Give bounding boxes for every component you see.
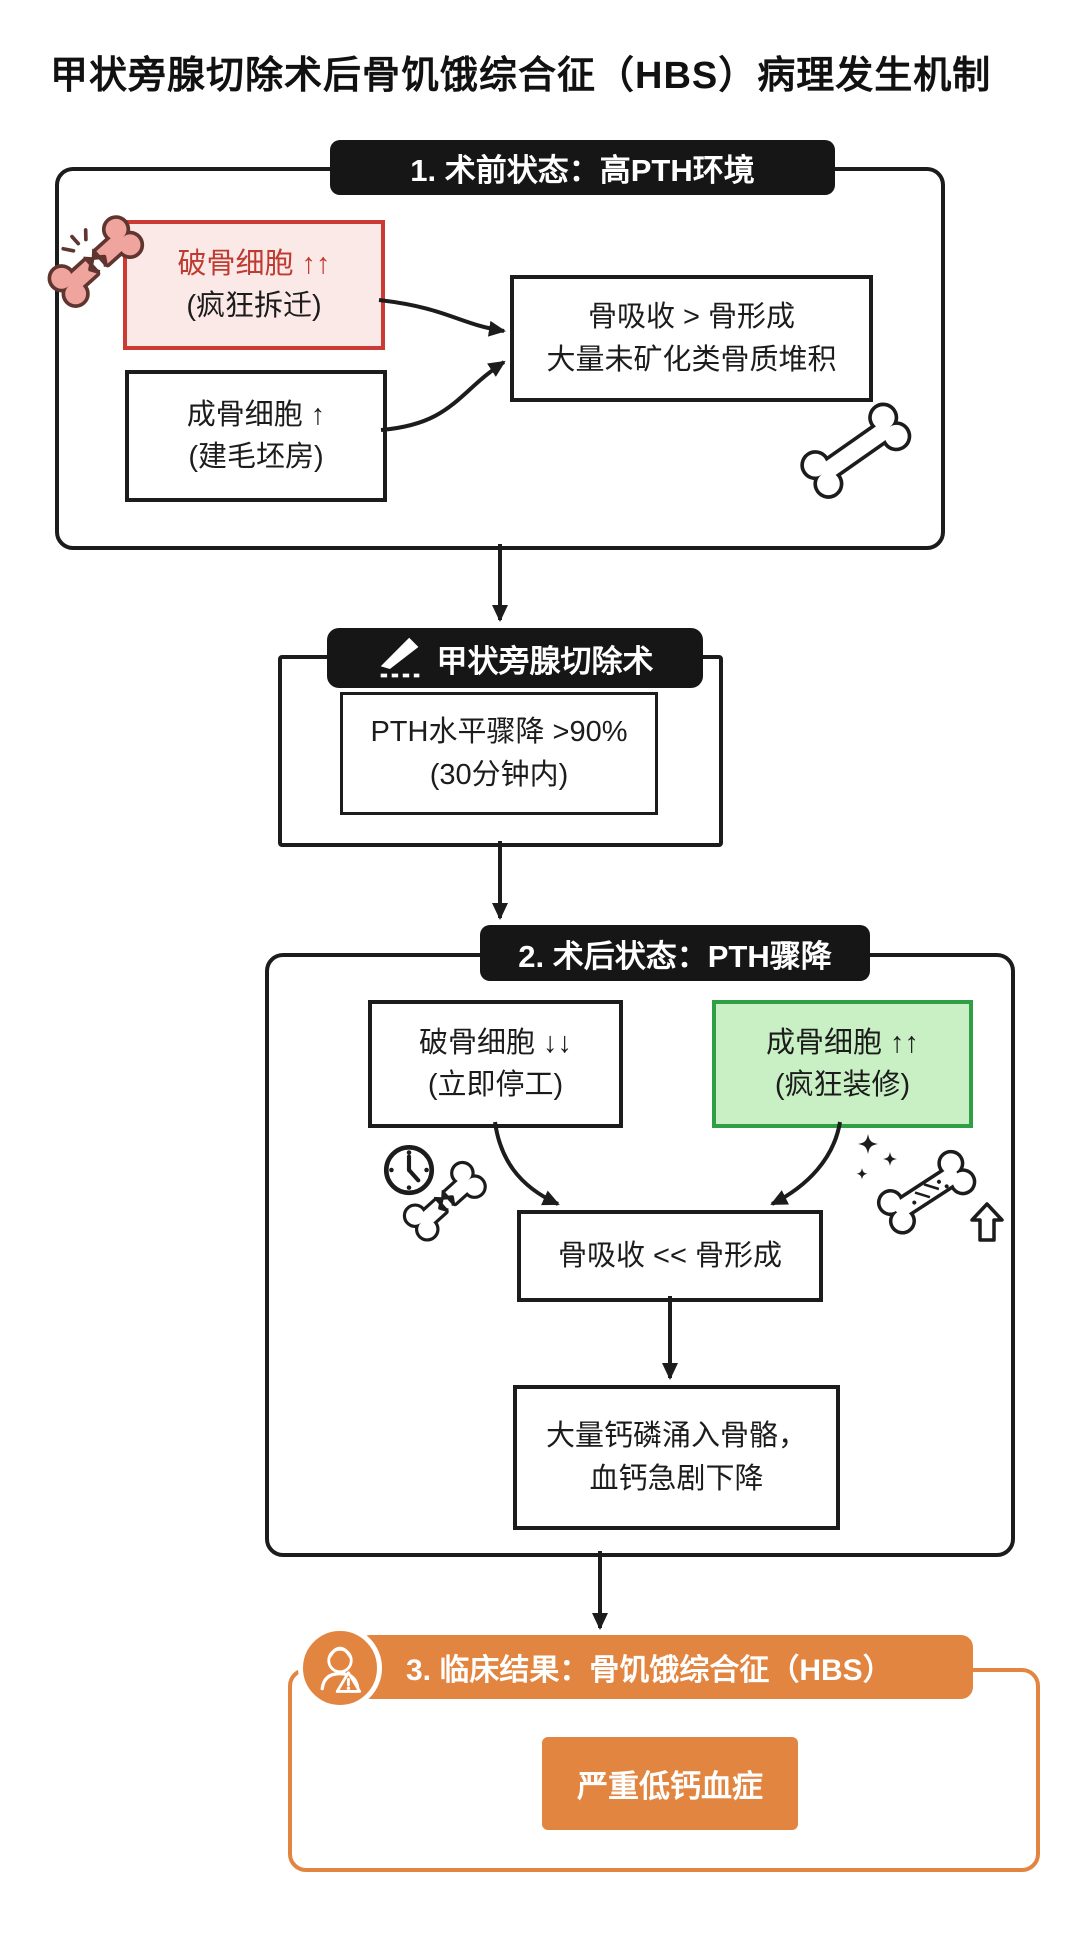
section2-header-label: 2. 术后状态：PTH骤降 <box>518 938 832 974</box>
influx-line2: 血钙急剧下降 <box>589 1462 764 1495</box>
calcium-influx-box: 大量钙磷涌入骨骼， 血钙急剧下降 <box>513 1385 840 1530</box>
osteoblast-up-line2: (建毛坯房) <box>188 441 324 473</box>
bone-icon <box>800 402 912 499</box>
section2-header-pill: 2. 术后状态：PTH骤降 <box>480 925 870 981</box>
osteoblast-up2-line1: 成骨细胞 ↑↑ <box>765 1026 920 1059</box>
section1-header-label: 1. 术前状态：高PTH环境 <box>410 153 755 188</box>
result-line1: 骨吸收 > 骨形成 <box>587 301 796 334</box>
influx-line1: 大量钙磷涌入骨骼， <box>545 1420 807 1453</box>
osteoclast-up-box: 破骨细胞 ↑↑ (疯狂拆迁) <box>123 220 385 350</box>
osteoblast-up2-box: 成骨细胞 ↑↑ (疯狂装修) <box>712 1000 973 1128</box>
broken-bone-pink-icon <box>47 215 145 308</box>
section1-header-pill: 1. 术前状态：高PTH环境 <box>330 140 835 195</box>
pth-drop-line1: PTH水平骤降 >90% <box>370 716 628 749</box>
osteoblast-up-line1: 成骨细胞 ↑ <box>186 398 326 431</box>
clock-icon <box>383 1144 435 1196</box>
osteoclast-down-line2: (立即停工) <box>427 1069 564 1101</box>
pth-drop-box: PTH水平骤降 >90% (30分钟内) <box>340 692 658 815</box>
section3-header-label: 3. 临床结果：骨饥饿综合征（HBS） <box>406 1654 893 1687</box>
result-line2: 大量未矿化类骨质堆积 <box>546 343 837 376</box>
broken-bone-icon <box>402 1160 487 1242</box>
osteoblast-up-box: 成骨细胞 ↑ (建毛坯房) <box>125 370 387 502</box>
surgery-header-pill: 甲状旁腺切除术 <box>327 628 703 688</box>
surgeon-icon <box>320 1646 362 1693</box>
hypocalcemia-box: 严重低钙血症 <box>542 1737 798 1830</box>
hypocalcemia-label: 严重低钙血症 <box>577 1769 763 1804</box>
resorption-result-box: 骨吸收 > 骨形成 大量未矿化类骨质堆积 <box>510 275 873 402</box>
up-arrow-icon <box>970 1202 1004 1242</box>
osteoclast-up-line2: (疯狂拆迁) <box>186 290 322 322</box>
osteoclast-up-line1: 破骨细胞 ↑↑ <box>177 247 331 280</box>
pth-drop-line2: (30分钟内) <box>429 758 569 791</box>
page-title: 甲状旁腺切除术后骨饥饿综合征（HBS）病理发生机制 <box>50 55 992 97</box>
section3-badge <box>298 1626 382 1710</box>
balance-label: 骨吸收 << 骨形成 <box>558 1239 782 1272</box>
sparkle-bone-icon <box>856 1134 1004 1242</box>
osteoclast-down-line1: 破骨细胞 ↓↓ <box>418 1026 573 1059</box>
osteoclast-down-box: 破骨细胞 ↓↓ (立即停工) <box>368 1000 623 1128</box>
surgery-header-label: 甲状旁腺切除术 <box>436 643 654 679</box>
balance-box: 骨吸收 << 骨形成 <box>517 1210 823 1302</box>
scalpel-icon <box>380 637 419 678</box>
section3-header-banner: 3. 临床结果：骨饥饿综合征（HBS） <box>358 1635 973 1699</box>
sparkles-icon <box>856 1134 897 1180</box>
osteoblast-up2-line2: (疯狂装修) <box>774 1069 911 1101</box>
